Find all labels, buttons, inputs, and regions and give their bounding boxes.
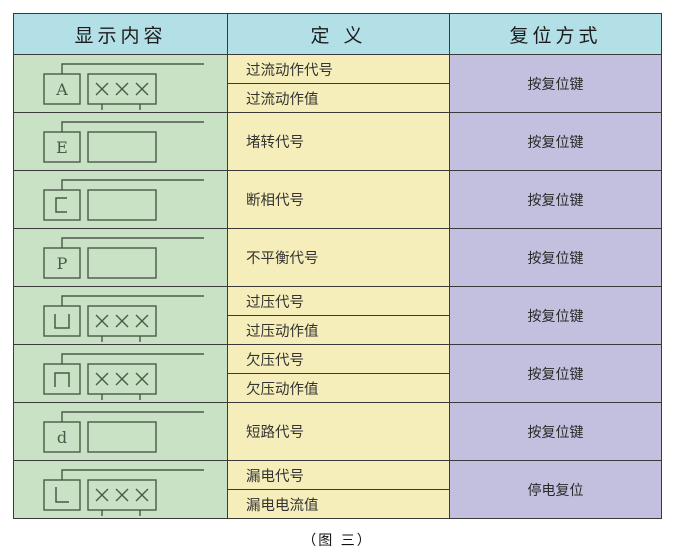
reset-method-text: 按复位键: [527, 366, 584, 383]
definition-cell: 断相代号: [227, 170, 450, 229]
definition-cell: 过流动作代号: [227, 54, 450, 84]
reset-method-cell: 按复位键: [449, 170, 662, 229]
table-header-row: 显示内容 定 义 复位方式: [13, 13, 662, 55]
table-row: 漏电电流值: [14, 489, 662, 519]
reset-method-cell: 按复位键: [449, 286, 662, 345]
lcd-display-icon: d: [26, 406, 216, 458]
table-row: P 不平衡代号 按复位键: [13, 228, 662, 287]
table-row: 过压代号按复位键: [13, 286, 662, 345]
header-definition: 定 义: [227, 13, 450, 55]
definition-text: 欠压动作值: [246, 381, 319, 398]
reset-method-text: 按复位键: [527, 424, 584, 441]
definition-cell: 过压动作值: [227, 315, 450, 345]
lcd-display-icon: P: [26, 232, 216, 284]
definition-cell: 欠压动作值: [227, 373, 450, 403]
display-content-cell: d: [13, 402, 228, 461]
reset-method-text: 按复位键: [527, 250, 584, 267]
reset-method-cell: 停电复位: [449, 460, 662, 519]
lcd-display-icon: [26, 464, 216, 516]
table-row: 断相代号 按复位键: [13, 170, 662, 229]
svg-text:A: A: [55, 80, 68, 99]
reset-method-text: 按复位键: [527, 192, 584, 209]
header-display-content: 显示内容: [13, 13, 228, 55]
reset-method-cell: 按复位键: [449, 228, 662, 287]
definition-cell: 漏电电流值: [227, 489, 450, 519]
display-content-cell: [13, 286, 228, 345]
lcd-display-icon: [26, 174, 216, 226]
lcd-display-icon: [26, 348, 216, 400]
definition-text: 堵转代号: [246, 135, 304, 151]
definition-text: 漏电电流值: [246, 497, 319, 514]
table-row: 过流动作值: [14, 83, 662, 113]
reset-method-cell: 按复位键: [449, 344, 662, 403]
display-content-cell: P: [13, 228, 228, 287]
definition-text: 漏电代号: [246, 468, 304, 485]
reset-method-cell: 按复位键: [449, 112, 662, 171]
definition-text: 不平衡代号: [246, 251, 319, 267]
lcd-display-icon: [26, 290, 216, 342]
definition-text: 过压动作值: [246, 323, 319, 340]
reset-method-text: 停电复位: [527, 482, 584, 499]
definition-text: 过流动作值: [246, 91, 319, 108]
reset-method-text: 按复位键: [527, 134, 584, 151]
lcd-display-icon: E: [26, 116, 216, 168]
display-content-cell: [13, 344, 228, 403]
table-row: 过压动作值: [14, 315, 662, 345]
definition-cell: 漏电代号: [227, 460, 450, 490]
table-row: d 短路代号 按复位键: [13, 402, 662, 461]
table-row: E 堵转代号 按复位键: [13, 112, 662, 171]
definition-cell: 堵转代号: [227, 112, 450, 171]
definition-cell: 不平衡代号: [227, 228, 450, 287]
definition-cell: 过流动作值: [227, 83, 450, 113]
table-row: 欠压代号按复位键: [13, 344, 662, 403]
definition-text: 断相代号: [246, 193, 304, 209]
display-content-cell: A: [13, 54, 228, 113]
lcd-display-icon: A: [26, 58, 216, 110]
reset-method-text: 按复位键: [527, 308, 584, 325]
display-content-cell: [13, 170, 228, 229]
table-row: 欠压动作值: [14, 373, 662, 403]
definition-cell: 过压代号: [227, 286, 450, 316]
table-row: 漏电代号停电复位: [13, 460, 662, 519]
svg-text:P: P: [56, 254, 67, 273]
svg-text:E: E: [56, 138, 68, 157]
definition-text: 过压代号: [246, 294, 304, 311]
reset-method-text: 按复位键: [527, 76, 584, 93]
header-reset-method: 复位方式: [449, 13, 662, 55]
display-content-cell: [13, 460, 228, 519]
definition-text: 欠压代号: [246, 352, 304, 369]
definition-cell: 短路代号: [227, 402, 450, 461]
definition-text: 短路代号: [246, 425, 304, 441]
svg-text:d: d: [56, 428, 66, 447]
table-row: A 过流动作代号按复位键: [13, 54, 662, 113]
reset-method-cell: 按复位键: [449, 54, 662, 113]
definition-cell: 欠压代号: [227, 344, 450, 374]
figure-caption: （图 三）: [302, 533, 373, 549]
display-content-cell: E: [13, 112, 228, 171]
definition-text: 过流动作代号: [246, 62, 333, 79]
reset-method-cell: 按复位键: [449, 402, 662, 461]
